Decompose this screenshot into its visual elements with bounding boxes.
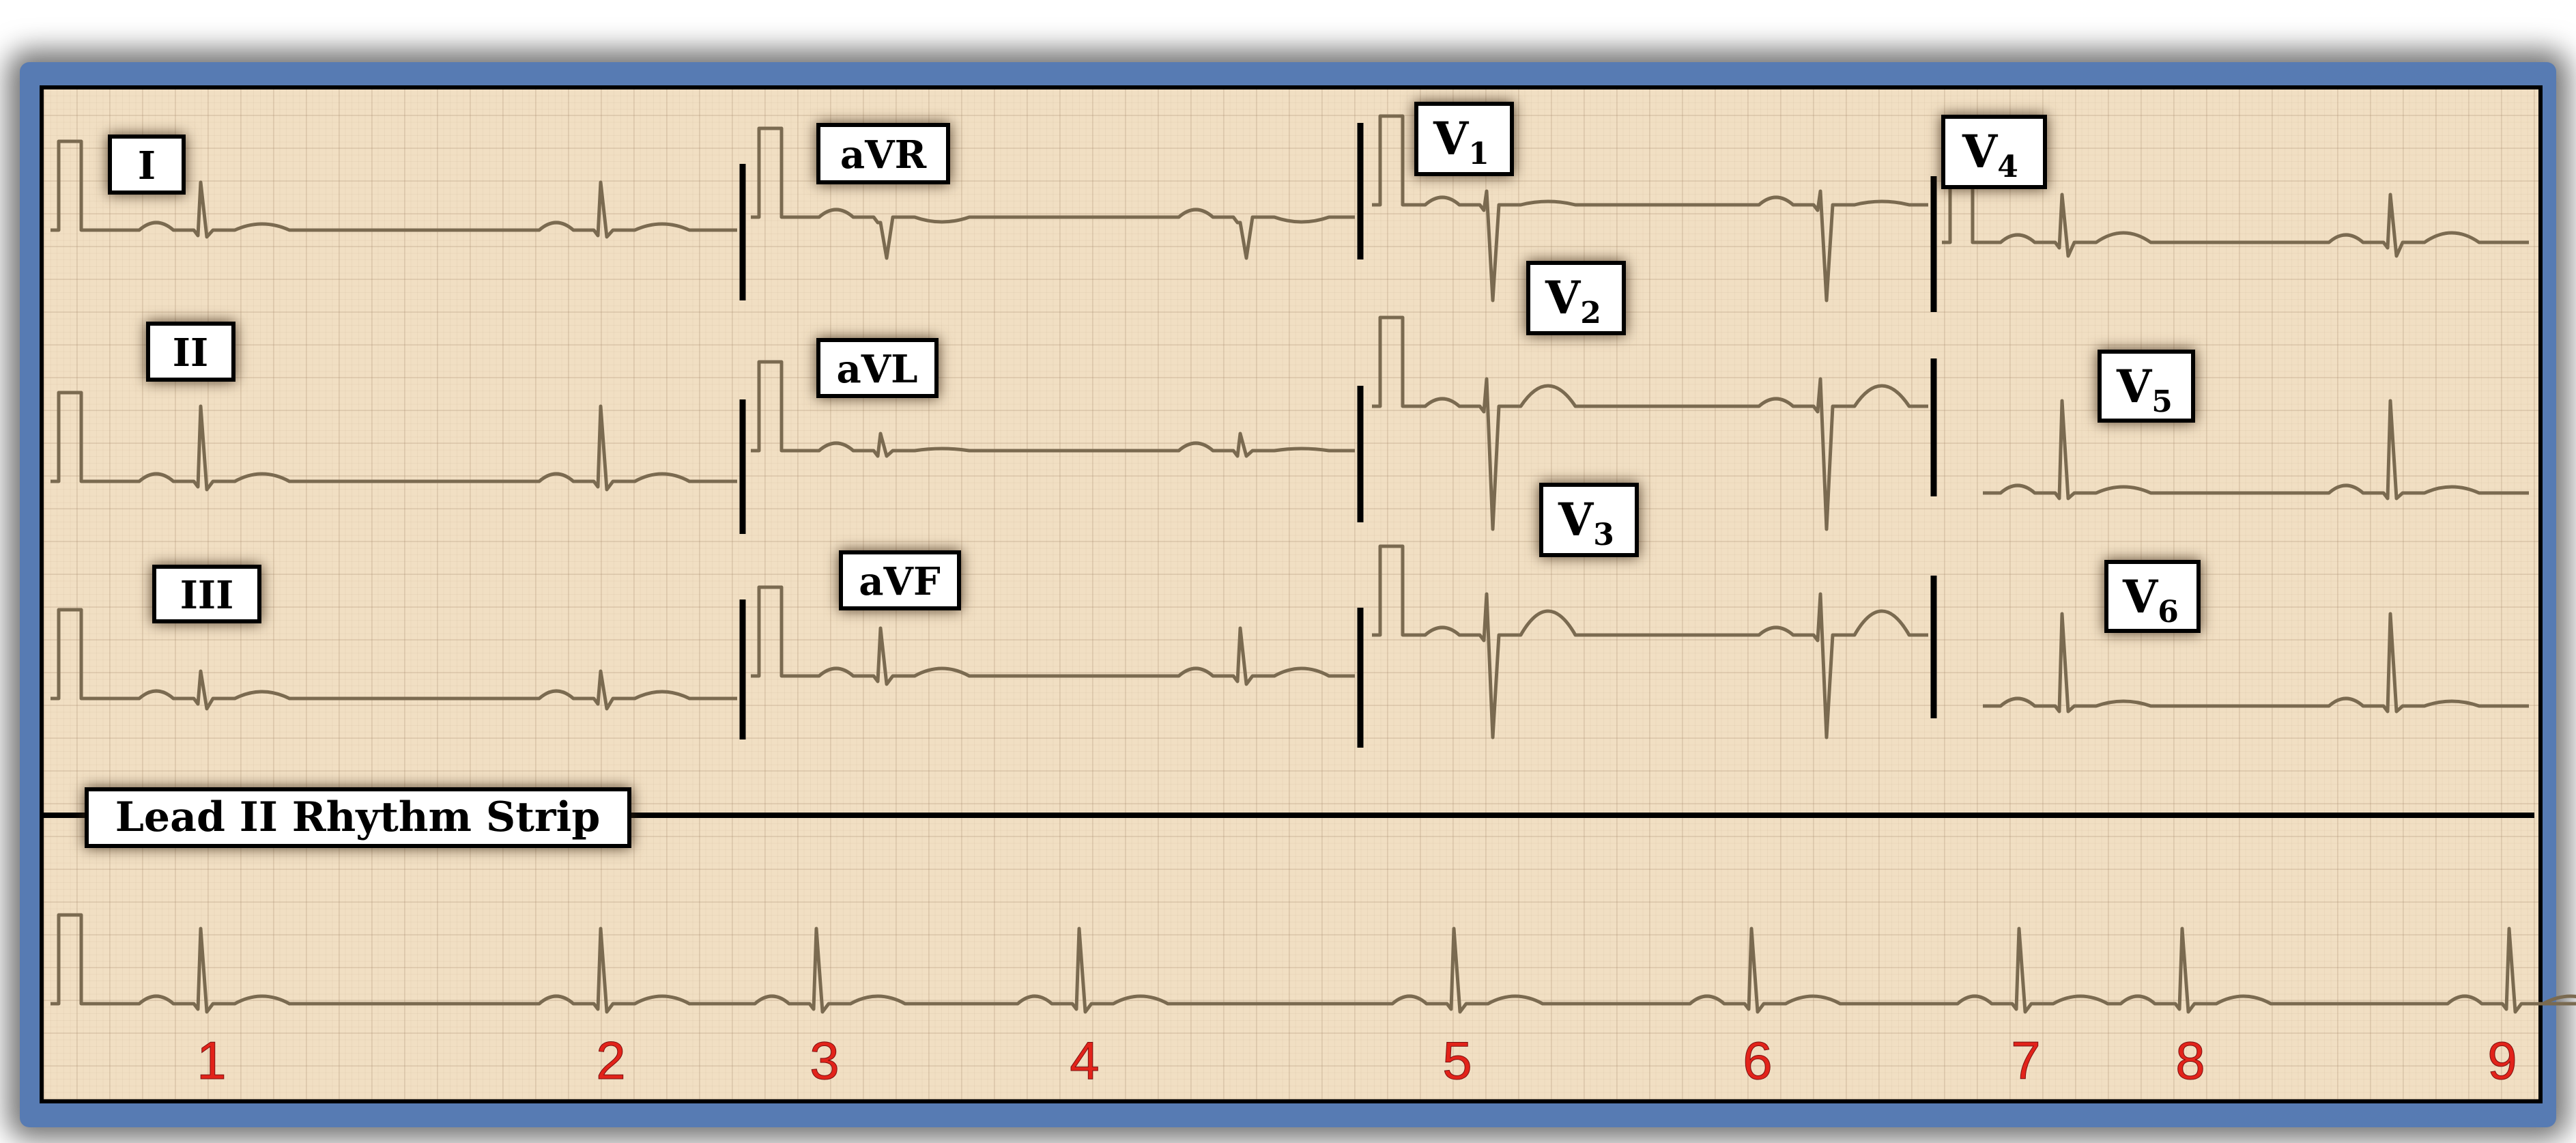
lead-label-V2: V2 <box>1526 261 1626 335</box>
svg-text:aVL: aVL <box>836 347 917 392</box>
beat-number: 8 <box>2175 1030 2205 1090</box>
svg-text:III: III <box>180 573 234 618</box>
trace-rhythm-lead-II <box>51 913 2576 1014</box>
lead-label-V5: V5 <box>2098 350 2195 423</box>
trace-lead-V2 <box>1372 315 1928 531</box>
trace-lead-V3 <box>1372 544 1928 739</box>
beat-number: 2 <box>596 1030 625 1090</box>
svg-text:I: I <box>138 143 156 188</box>
svg-text:II: II <box>173 330 208 376</box>
trace-lead-aVL <box>751 360 1355 458</box>
svg-text:Lead II Rhythm Strip: Lead II Rhythm Strip <box>115 793 601 841</box>
lead-label-aVF: aVF <box>839 550 961 610</box>
lead-label-II: II <box>146 322 235 382</box>
trace-lead-V1 <box>1372 114 1928 302</box>
rhythm-strip-label: Lead II Rhythm Strip <box>85 787 631 848</box>
trace-lead-aVF <box>751 585 1355 686</box>
lead-label-V6: V6 <box>2104 560 2201 633</box>
svg-text:V2: V2 <box>1545 271 1601 330</box>
lead-label-I: I <box>108 135 186 195</box>
beat-number: 9 <box>2487 1030 2517 1090</box>
svg-text:V4: V4 <box>1962 125 2018 184</box>
svg-text:V6: V6 <box>2122 570 2179 630</box>
beat-number: 6 <box>1743 1030 1772 1090</box>
lead-label-aVR: aVR <box>816 123 950 184</box>
lead-label-III: III <box>152 565 261 623</box>
lead-label-V3: V3 <box>1539 483 1639 557</box>
beat-number: 7 <box>2011 1030 2040 1090</box>
lead-label-aVL: aVL <box>816 338 939 398</box>
trace-lead-aVR <box>751 126 1355 260</box>
trace-lead-I <box>51 139 737 239</box>
svg-text:V5: V5 <box>2116 360 2173 419</box>
trace-lead-II <box>51 391 737 492</box>
trace-lead-III <box>51 608 737 711</box>
lead-label-V1: V1 <box>1414 102 1514 176</box>
trace-lead-V5 <box>1983 399 2529 500</box>
beat-number: 4 <box>1070 1030 1099 1090</box>
svg-text:V1: V1 <box>1433 112 1489 171</box>
beat-number: 1 <box>197 1030 226 1090</box>
lead-separators <box>44 123 2534 818</box>
svg-text:V3: V3 <box>1558 493 1614 552</box>
trace-lead-V6 <box>1983 612 2529 714</box>
svg-text:aVF: aVF <box>859 559 941 604</box>
svg-text:aVR: aVR <box>840 132 927 178</box>
beat-number: 3 <box>810 1030 839 1090</box>
beat-numbers: 1 2 3 4 5 6 7 8 9 <box>197 1030 2517 1091</box>
trace-lead-V4 <box>1942 152 2529 258</box>
beat-number: 5 <box>1442 1030 1472 1090</box>
lead-label-V4: V4 <box>1941 115 2047 189</box>
